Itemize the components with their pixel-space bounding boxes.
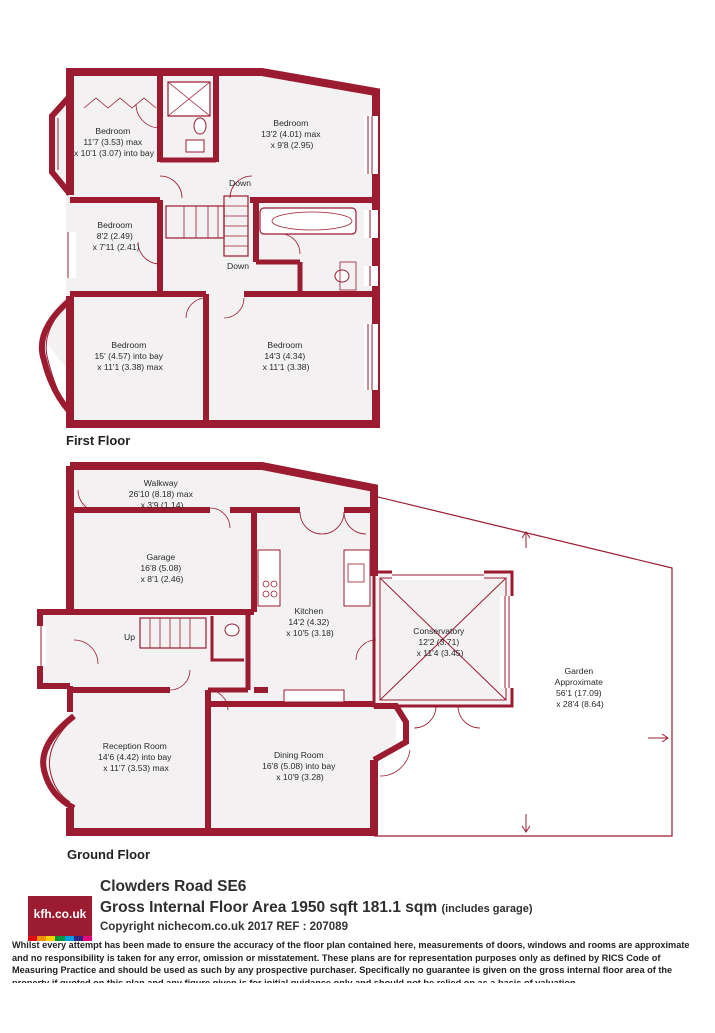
room-label-bedroom-5: Bedroom 14'3 (4.34) x 11'1 (3.38) [263,340,310,372]
room-name: Bedroom [273,118,308,128]
room-name: Garage [146,552,175,562]
room-dimension: 13'2 (4.01) max [261,129,321,139]
room-dimension: x 3'9 (1.14) [141,500,184,510]
room-dimension: 56'1 (17.09) [556,688,602,698]
stair-label-down-2: Down [227,261,249,271]
logo-color-stripe [37,936,47,941]
room-label-kitchen: Kitchen 14'2 (4.32) x 10'5 (3.18) [286,606,334,638]
room-label-bedroom-4: Bedroom 15' (4.57) into bay x 11'1 (3.38… [95,340,166,372]
logo-color-stripe [64,936,74,941]
logo-color-stripe [46,936,56,941]
property-title: Clowders Road SE6 [100,878,247,895]
logo-color-stripe [82,936,92,941]
room-label-dining-room: Dining Room 16'8 (5.08) into bay x 10'9 … [262,750,338,782]
room-dimension: 14'3 (4.34) [264,351,305,361]
room-label-garden: Garden Approximate 56'1 (17.09) x 28'4 (… [555,666,606,709]
first-floor-label: First Floor [66,433,130,448]
room-dimension: 16'8 (5.08) [140,563,181,573]
room-dimension: 16'8 (5.08) into bay [262,761,336,771]
room-name: Kitchen [294,606,323,616]
room-name: Bedroom [111,340,146,350]
room-dimension: 14'2 (4.32) [288,617,329,627]
floor-area-note: (includes garage) [441,903,533,915]
ground-floor-label: Ground Floor [67,847,150,862]
floor-plan: Bedroom 11'7 (3.53) max x 10'1 (3.07) in… [36,68,673,862]
room-dimension: x 8'1 (2.46) [141,574,184,584]
room-dimension: x 9'8 (2.95) [271,140,314,150]
room-label-walkway: Walkway 26'10 (8.18) max x 3'9 (1.14) [129,478,196,510]
room-dimension: x 11'4 (3.45) [417,648,464,658]
room-label-bedroom-3: Bedroom 8'2 (2.49) x 7'11 (2.41) [93,220,140,252]
floor-area: Gross Internal Floor Area 1950 sqft 181.… [100,899,533,917]
room-name: Bedroom [95,126,130,136]
room-dimension: x 11'1 (3.38) [263,362,310,372]
agency-logo: kfh.co.uk [28,896,92,936]
room-dimension: x 11'1 (3.38) max [97,362,163,372]
room-label-bedroom-1: Bedroom 11'7 (3.53) max x 10'1 (3.07) in… [74,126,155,158]
logo-color-bar [28,936,92,941]
room-dimension: 11'7 (3.53) max [83,137,143,147]
room-dimension: x 11'7 (3.53) max [103,763,169,773]
first-floor-plan [38,68,380,428]
room-dimension: x 10'1 (3.07) into bay [74,148,155,158]
room-dimension: 12'2 (3.71) [418,637,459,647]
room-dimension: x 28'4 (8.64) [556,699,604,709]
room-dimension: 26'10 (8.18) max [129,489,194,499]
logo-color-stripe [73,936,83,941]
logo-color-stripe [28,936,38,941]
room-dimension: 15' (4.57) into bay [95,351,164,361]
room-label-reception-room: Reception Room 14'6 (4.42) into bay x 11… [98,741,174,773]
ground-floor-plan [36,462,673,837]
logo-color-stripe [55,936,65,941]
stair-label-up: Up [124,632,135,642]
disclaimer-text: Whilst every attempt has been made to en… [12,940,690,983]
room-name: Bedroom [267,340,302,350]
room-dimension: x 10'5 (3.18) [286,628,334,638]
room-dimension: 8'2 (2.49) [97,231,133,241]
room-name: Conservatory [413,626,465,636]
room-name: Dining Room [274,750,324,760]
floor-area-value: Gross Internal Floor Area 1950 sqft 181.… [100,899,438,916]
room-dimension: x 10'9 (3.28) [276,772,324,782]
room-dimension: x 7'11 (2.41) [93,242,140,252]
room-name: Garden [564,666,593,676]
room-label-bedroom-2: Bedroom 13'2 (4.01) max x 9'8 (2.95) [261,118,323,150]
copyright-text: Copyright nichecom.co.uk 2017 REF : 2070… [100,921,348,933]
room-dimension: Approximate [555,677,603,687]
room-name: Reception Room [103,741,167,751]
logo-text: kfh.co.uk [33,907,87,921]
stair-label-down-1: Down [229,178,251,188]
room-label-garage: Garage 16'8 (5.08) x 8'1 (2.46) [140,552,183,584]
room-name: Walkway [144,478,179,488]
room-label-conservatory: Conservatory 12'2 (3.71) x 11'4 (3.45) [413,626,467,658]
room-dimension: 14'6 (4.42) into bay [98,752,172,762]
room-name: Bedroom [97,220,132,230]
